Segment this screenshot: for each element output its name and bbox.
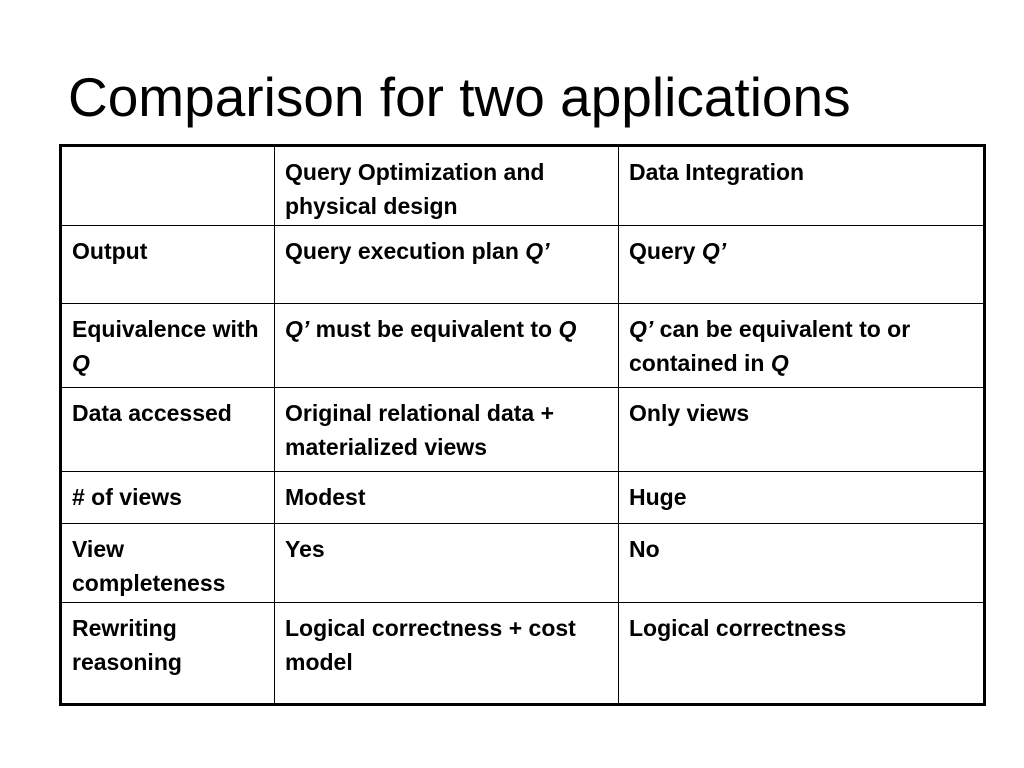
row-label-data-accessed: Data accessed bbox=[60, 387, 275, 472]
comparison-table: Query Optimization and physical design D… bbox=[59, 144, 986, 706]
table-row-equivalence: Equivalence with Q Q’ must be equivalent… bbox=[60, 303, 985, 388]
table-header-row: Query Optimization and physical design D… bbox=[60, 145, 985, 226]
cell-num-views-query-optimization: Modest bbox=[274, 471, 619, 524]
cell-view-completeness-query-optimization: Yes bbox=[274, 523, 619, 603]
cell-view-completeness-data-integration: No bbox=[618, 523, 985, 603]
table-row-output: Output Query execution plan Q’ Query Q’ bbox=[60, 225, 985, 304]
header-query-optimization: Query Optimization and physical design bbox=[274, 145, 619, 226]
row-label-equivalence: Equivalence with Q bbox=[60, 303, 275, 388]
table-row-view-completeness: View completeness Yes No bbox=[60, 523, 985, 603]
slide-title: Comparison for two applications bbox=[68, 66, 851, 128]
cell-output-data-integration: Query Q’ bbox=[618, 225, 985, 304]
cell-num-views-data-integration: Huge bbox=[618, 471, 985, 524]
cell-rewriting-reasoning-query-optimization: Logical correctness + cost model bbox=[274, 602, 619, 705]
cell-equivalence-data-integration: Q’ can be equivalent to or contained in … bbox=[618, 303, 985, 388]
row-label-output: Output bbox=[60, 225, 275, 304]
table-row-num-views: # of views Modest Huge bbox=[60, 471, 985, 524]
row-label-num-views: # of views bbox=[60, 471, 275, 524]
cell-data-accessed-query-optimization: Original relational data + materialized … bbox=[274, 387, 619, 472]
header-corner-cell bbox=[60, 145, 275, 226]
cell-rewriting-reasoning-data-integration: Logical correctness bbox=[618, 602, 985, 705]
row-label-view-completeness: View completeness bbox=[60, 523, 275, 603]
cell-equivalence-query-optimization: Q’ must be equivalent to Q bbox=[274, 303, 619, 388]
cell-data-accessed-data-integration: Only views bbox=[618, 387, 985, 472]
table-row-data-accessed: Data accessed Original relational data +… bbox=[60, 387, 985, 472]
row-label-rewriting-reasoning: Rewriting reasoning bbox=[60, 602, 275, 705]
table-row-rewriting-reasoning: Rewriting reasoning Logical correctness … bbox=[60, 602, 985, 705]
cell-output-query-optimization: Query execution plan Q’ bbox=[274, 225, 619, 304]
header-data-integration: Data Integration bbox=[618, 145, 985, 226]
